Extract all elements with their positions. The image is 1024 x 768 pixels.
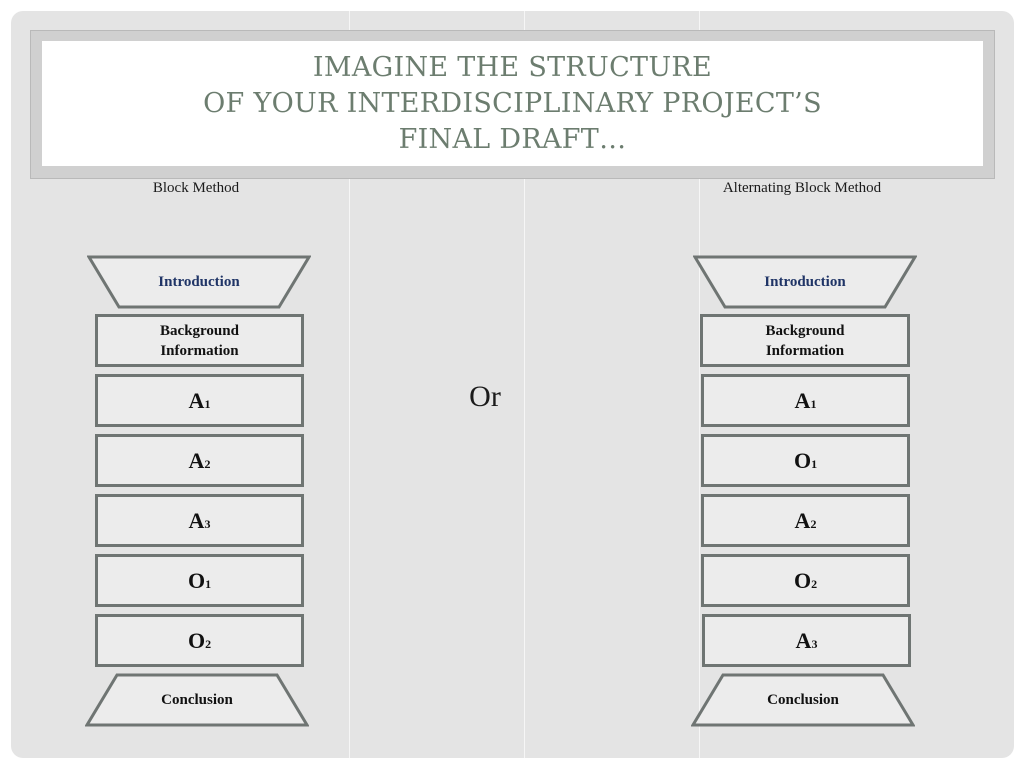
item-letter: A — [188, 447, 205, 473]
right-conclusion-shape: Conclusion — [691, 673, 915, 727]
right-introduction-text: Introduction — [764, 273, 846, 290]
item-index: 2 — [811, 576, 818, 591]
title-frame: IMAGINE THE STRUCTURE OF YOUR INTERDISCI… — [30, 30, 995, 179]
item-letter: A — [188, 387, 205, 413]
title-box: IMAGINE THE STRUCTURE OF YOUR INTERDISCI… — [42, 41, 983, 166]
right-background-box: Background Information — [700, 314, 910, 367]
item-letter: A — [188, 507, 205, 533]
right-conclusion-text: Conclusion — [767, 691, 839, 708]
or-label: Or — [469, 380, 501, 413]
item-letter: A — [795, 627, 812, 653]
left-conclusion-text: Conclusion — [161, 691, 233, 708]
left-introduction-text: Introduction — [158, 273, 240, 290]
title-line-1: IMAGINE THE STRUCTURE — [312, 51, 713, 83]
item-index: 1 — [205, 576, 212, 591]
conclusion-trapezoid — [691, 673, 915, 727]
item-index: 3 — [204, 516, 211, 531]
item-letter: A — [794, 507, 811, 533]
item-letter: O — [793, 447, 812, 473]
conclusion-trapezoid — [85, 673, 309, 727]
alternating-method-label: Alternating Block Method — [722, 180, 882, 196]
item-letter: O — [187, 627, 206, 653]
item-index: 2 — [205, 636, 212, 651]
item-index: 2 — [204, 456, 211, 471]
introduction-trapezoid — [87, 255, 311, 309]
left-background-text: Background Information — [160, 322, 239, 359]
column-divider — [699, 11, 700, 758]
item-index: 2 — [810, 516, 817, 531]
right-item-box-2: O1 — [701, 434, 910, 487]
left-item-box-3: A3 — [95, 494, 304, 547]
introduction-trapezoid — [693, 255, 917, 309]
item-index: 1 — [810, 396, 817, 411]
title-line-2: OF YOUR INTERDISCIPLINARY PROJECT’S — [203, 87, 822, 119]
left-item-box-1: A1 — [95, 374, 304, 427]
right-item-box-4: O2 — [701, 554, 910, 607]
item-letter: O — [793, 567, 812, 593]
right-background-text: Background Information — [765, 322, 845, 359]
left-background-box: Background Information — [95, 314, 304, 367]
left-item-box-4: O1 — [95, 554, 304, 607]
item-index: 1 — [811, 456, 818, 471]
column-divider — [524, 11, 525, 758]
item-letter: A — [794, 387, 811, 413]
item-index: 1 — [204, 396, 211, 411]
left-conclusion-shape: Conclusion — [85, 673, 309, 727]
item-index: 3 — [811, 636, 818, 651]
right-introduction-shape: Introduction — [693, 255, 917, 309]
block-method-label: Block Method — [152, 180, 240, 196]
right-item-box-1: A1 — [701, 374, 910, 427]
left-introduction-shape: Introduction — [87, 255, 311, 309]
left-item-box-2: A2 — [95, 434, 304, 487]
column-divider — [349, 11, 350, 758]
left-item-box-5: O2 — [95, 614, 304, 667]
title-line-3: FINAL DRAFT… — [398, 123, 627, 155]
right-item-box-5: A3 — [702, 614, 911, 667]
right-item-box-3: A2 — [701, 494, 910, 547]
item-letter: O — [187, 567, 206, 593]
